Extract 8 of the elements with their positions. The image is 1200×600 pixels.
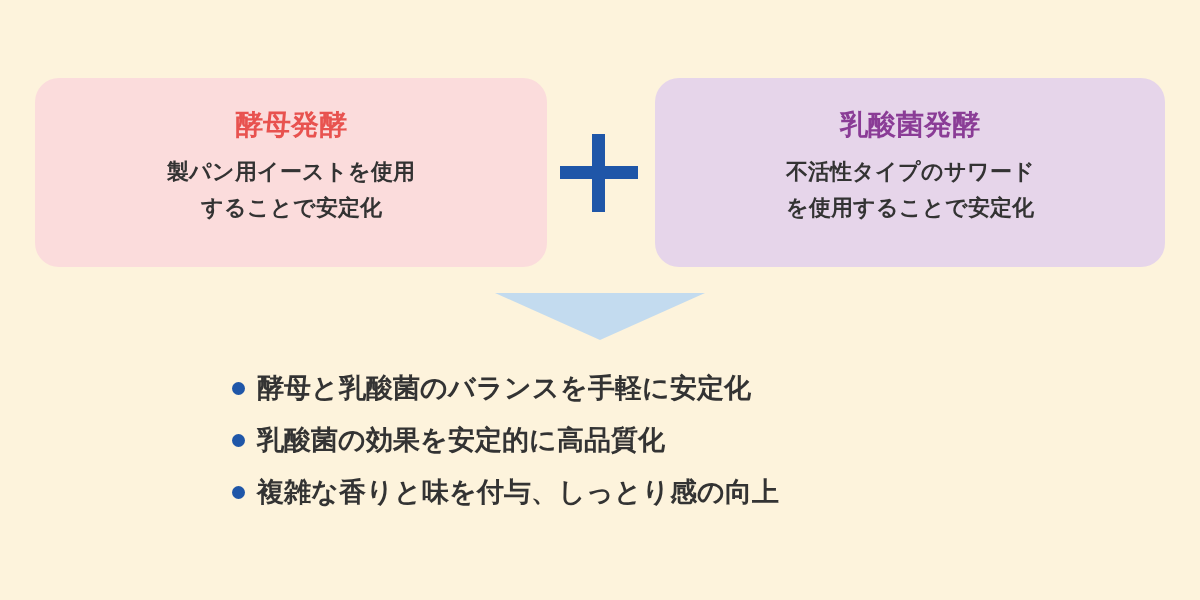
box-text: 不活性タイプのサワードを使用することで安定化 — [784, 158, 1036, 222]
box-text: 製パン用イーストを使用することで安定化 — [166, 158, 416, 222]
process-box — [655, 78, 1165, 267]
box-title: 乳酸菌発酵 — [840, 107, 980, 143]
box-title: 酵母発酵 — [235, 107, 347, 143]
bullet-text: 酵母と乳酸菌のバランスを手軽に安定化 — [257, 371, 751, 405]
bullet-text: 乳酸菌の効果を安定的に高品質化 — [257, 423, 665, 457]
bullet-text: 複雑な香りと味を付与、しっとり感の向上 — [257, 475, 779, 509]
